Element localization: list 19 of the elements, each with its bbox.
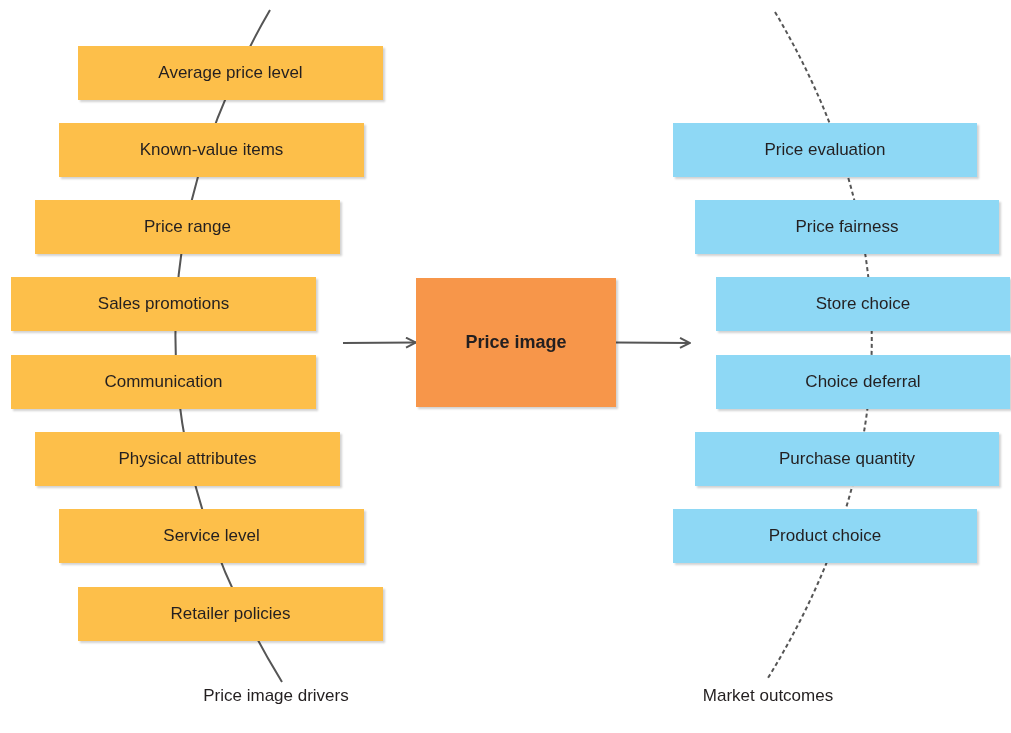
- factor-box: Price evaluation: [673, 123, 977, 177]
- factor-box: Average price level: [78, 46, 383, 100]
- factor-box: Physical attributes: [35, 432, 340, 486]
- arrow: [615, 336, 691, 349]
- axis-caption: Price image drivers: [202, 685, 350, 707]
- factor-box: Communication: [11, 355, 316, 409]
- factor-box: Price range: [35, 200, 340, 254]
- factor-box: Service level: [59, 509, 364, 563]
- factor-box: Sales promotions: [11, 277, 316, 331]
- factor-box: Purchase quantity: [695, 432, 999, 486]
- arrow: [342, 336, 417, 349]
- factor-box: Choice deferral: [716, 355, 1010, 409]
- factor-box: Known-value items: [59, 123, 364, 177]
- factor-box: Product choice: [673, 509, 977, 563]
- factor-box: Store choice: [716, 277, 1010, 331]
- factor-box: Retailer policies: [78, 587, 383, 641]
- central-box: Price image: [416, 278, 616, 407]
- axis-caption: Market outcomes: [701, 685, 835, 707]
- factor-box: Price fairness: [695, 200, 999, 254]
